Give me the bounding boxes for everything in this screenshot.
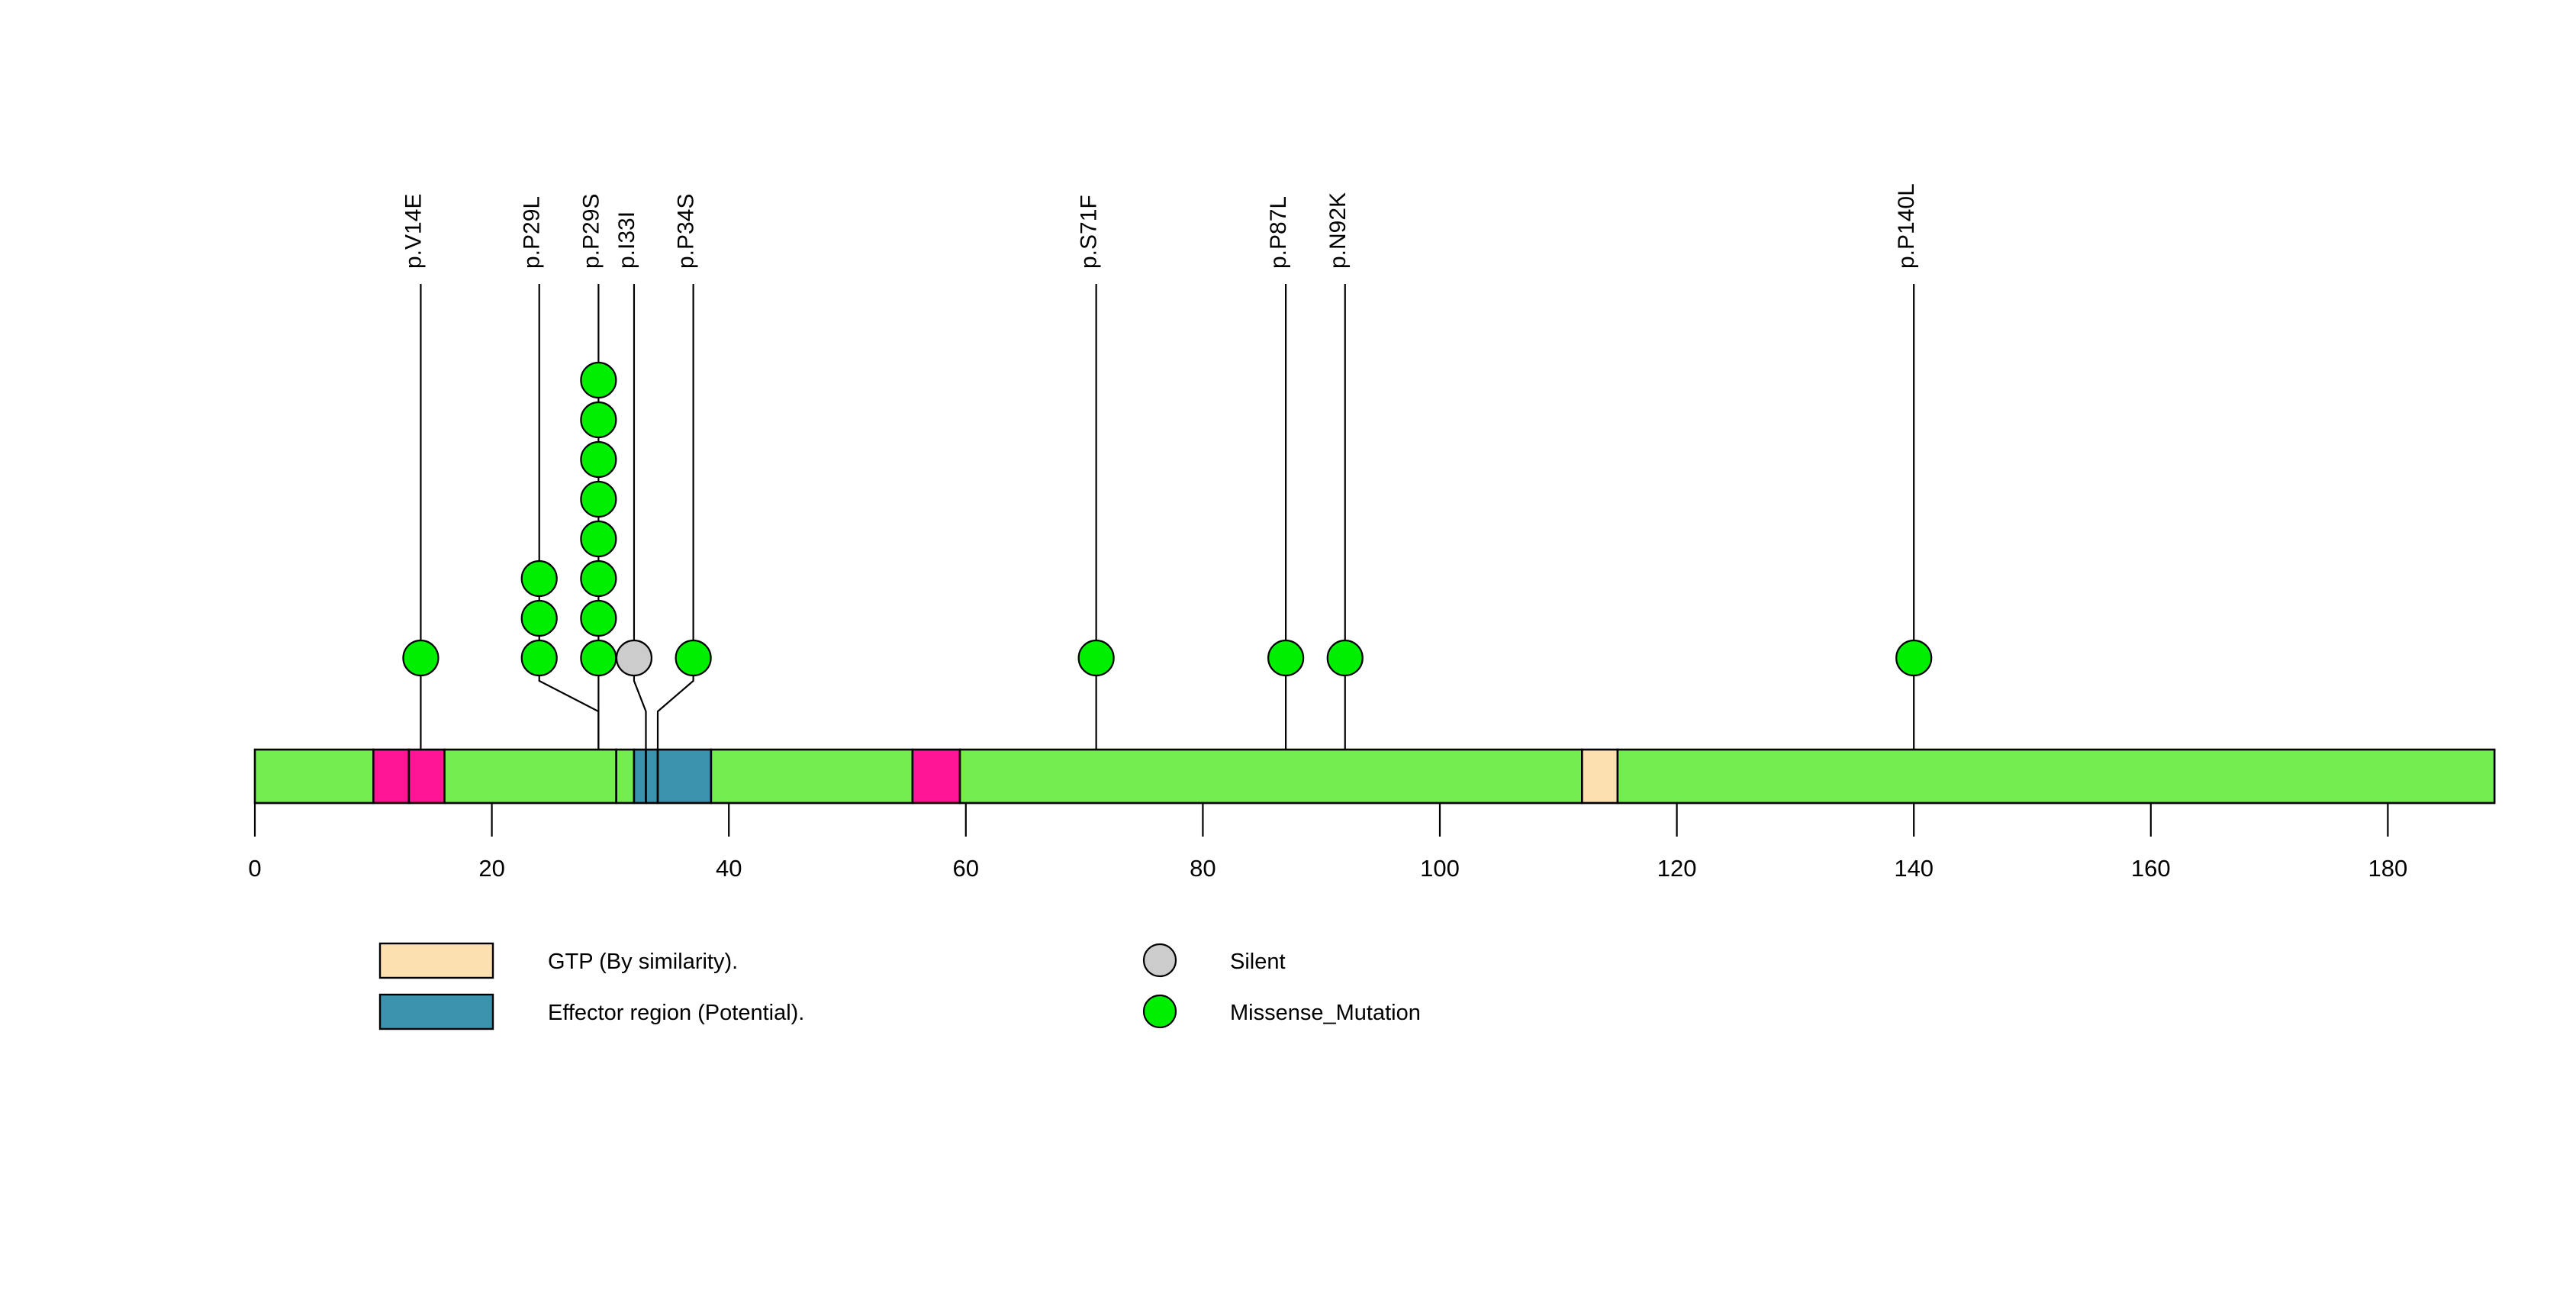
mutation-label: p.P87L	[1266, 196, 1291, 269]
mutation-dot[interactable]	[520, 560, 558, 598]
axis-tick-label: 140	[1894, 855, 1934, 882]
protein-domain	[633, 748, 647, 805]
mutation-dot[interactable]	[1267, 639, 1305, 677]
legend-mutation-label: Silent	[1230, 950, 1286, 974]
mutation-dot[interactable]	[580, 440, 617, 479]
legend-mutation-swatch	[1142, 994, 1177, 1029]
mutation-label: p.P34S	[674, 194, 699, 269]
protein-backbone-segment	[253, 748, 375, 805]
axis-tick-label: 40	[716, 855, 742, 882]
protein-backbone-segment	[443, 748, 617, 805]
legend-mutation-label: Missense_Mutation	[1230, 1001, 1421, 1025]
mutation-dot[interactable]	[1895, 639, 1933, 677]
protein-backbone-segment	[958, 748, 1583, 805]
mutation-stem	[633, 284, 647, 750]
axis-tick-label: 100	[1420, 855, 1460, 882]
mutation-dot[interactable]	[580, 599, 617, 637]
mutation-dot[interactable]	[402, 639, 440, 677]
legend-domain-label: Effector region (Potential).	[548, 1001, 804, 1025]
mutation-dot[interactable]	[580, 560, 617, 598]
protein-domain	[1581, 748, 1619, 805]
axis-tick-label: 20	[478, 855, 504, 882]
protein-backbone-segment	[911, 748, 961, 805]
protein-backbone-segment	[615, 748, 636, 805]
legend-mutation-swatch	[1142, 943, 1177, 978]
protein-domain	[656, 748, 713, 805]
axis-tick-label: 160	[2131, 855, 2171, 882]
protein-domain	[645, 748, 659, 805]
protein-domains-layer	[253, 748, 2496, 805]
mutation-label: p.P29L	[520, 196, 545, 269]
axis-tick-label: 180	[2368, 855, 2408, 882]
axis-tick-label: 60	[953, 855, 979, 882]
mutation-label: p.P140L	[1894, 183, 1919, 269]
legend-layer: GTP (By similarity). Effector region (Pot…	[378, 942, 1421, 1030]
residue-axis-layer: 0 20 40 60 80 100 120 140 160 180	[248, 801, 2495, 882]
mutation-stem	[656, 284, 694, 750]
mutation-dot[interactable]	[615, 639, 653, 677]
legend-domain-swatch	[378, 993, 494, 1030]
mutation-label: p.V14E	[401, 194, 426, 269]
axis-tick-label: 120	[1657, 855, 1697, 882]
protein-backbone-segment	[1616, 748, 2496, 805]
axis-tick-label: 80	[1190, 855, 1216, 882]
axis-tick-label: 0	[248, 855, 261, 882]
mutation-label: p.I33I	[614, 211, 639, 269]
legend-domain-label: GTP (By similarity).	[548, 950, 738, 974]
mutation-dot[interactable]	[580, 361, 617, 399]
mutation-dot[interactable]	[520, 599, 558, 637]
mutation-dot[interactable]	[580, 480, 617, 518]
mutation-dot[interactable]	[520, 639, 558, 677]
mutation-dot[interactable]	[675, 639, 712, 677]
protein-backbone-segment	[710, 748, 914, 805]
protein-backbone-segment	[372, 748, 411, 805]
mutation-dots-layer	[402, 361, 1933, 677]
mutation-label: p.P29S	[578, 194, 604, 269]
mutation-dot[interactable]	[1077, 639, 1115, 677]
mutation-dot[interactable]	[1326, 639, 1364, 677]
mutation-dot[interactable]	[580, 401, 617, 439]
mutation-dot[interactable]	[580, 520, 617, 558]
mutation-label: p.N92K	[1325, 192, 1351, 269]
mutation-labels-layer: p.V14E p.P29L p.P29S p.I33I p.P34S p.S71F p.P8…	[401, 183, 1919, 269]
mutation-dot[interactable]	[580, 639, 617, 677]
legend-domain-swatch	[378, 942, 494, 979]
mutation-label: p.S71F	[1077, 195, 1102, 269]
protein-backbone-segment	[407, 748, 446, 805]
